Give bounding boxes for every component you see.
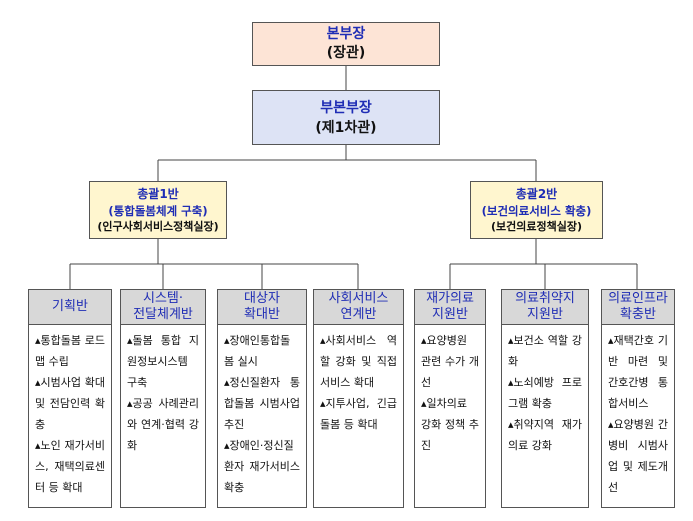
team-social-service-name-line1: 사회서비스 [328, 291, 389, 306]
head-subtitle: (장관) [326, 45, 366, 61]
team-system-tasks: ▴돌봄 통합 지원정보시스템 구축 ▴공공 사례관리 와 연계·협력 강화 [120, 324, 206, 508]
team-underserved-tasks: ▴보건소 역할 강화 ▴노쇠예방 프로그램 확충 ▴취약지역 재가의료 강화 [501, 324, 589, 508]
team-infra-tasks: ▴재택간호 기반 마련 및 간호간병 통합서비스 ▴요양병원 간병비 시범사업 … [601, 324, 675, 508]
team-infra-header: 의료인프라 확충반 [601, 289, 675, 325]
team-underserved-name-line2: 지원반 [527, 307, 563, 322]
team-system-header: 시스템· 전달체계반 [120, 289, 206, 325]
task-item: ▴요양병원 관련 수가 개선 [421, 334, 479, 389]
division-2-box: 총괄2반 (보건의료서비스 확충) (보건의료정책실장) [470, 181, 603, 239]
division-1-focus: (통합돌봄체계 구축) [108, 203, 208, 218]
task-item: ▴돌봄 통합 지원정보시스템 구축 [127, 334, 199, 389]
task-item: ▴요양병원 간병비 시범사업 및 제도개선 [608, 418, 668, 494]
division-1-lead: (인구사회서비스정책실장) [97, 219, 219, 233]
team-target-name-line1: 대상자 [244, 291, 280, 306]
team-target-name-line2: 확대반 [244, 307, 280, 322]
head-box: 본부장 (장관) [252, 22, 440, 66]
task-item: ▴노인 재가서비스, 재택의료센터 등 확대 [35, 439, 105, 494]
team-underserved-header: 의료취약지 지원반 [501, 289, 589, 325]
team-planning-header: 기획반 [28, 289, 112, 325]
team-planning-tasks: ▴통합돌봄 로드맵 수립 ▴시범사업 확대 및 전담인력 확충 ▴노인 재가서비… [28, 324, 112, 508]
team-home-care-header: 재가의료 지원반 [414, 289, 486, 325]
task-item: ▴통합돌봄 로드맵 수립 [35, 334, 105, 368]
team-infra-name-line1: 의료인프라 [608, 291, 668, 306]
team-home-care-name-line1: 재가의료 [426, 291, 474, 306]
vice-head-title: 부본부장 [320, 99, 372, 116]
task-item: ▴정신질환자 통합돌봄 시범사업 추진 [224, 376, 300, 431]
team-social-service-header: 사회서비스 연계반 [313, 289, 404, 325]
task-item: ▴일차의료 강화 정책 추진 [421, 397, 479, 452]
team-social-service-tasks: ▴사회서비스 역할 강화 및 직접서비스 확대 ▴지투사업, 긴급돌봄 등 확대 [313, 324, 404, 508]
team-target-header: 대상자 확대반 [217, 289, 307, 325]
division-1-box: 총괄1반 (통합돌봄체계 구축) (인구사회서비스정책실장) [89, 181, 227, 239]
division-1-name: 총괄1반 [137, 186, 179, 201]
task-item: ▴장애인통합돌봄 실시 [224, 334, 291, 368]
task-item: ▴시범사업 확대 및 전담인력 확충 [35, 376, 105, 431]
task-item: ▴보건소 역할 강화 [508, 334, 582, 368]
division-2-focus: (보건의료서비스 확충) [481, 203, 592, 218]
team-planning-name: 기획반 [52, 299, 88, 314]
team-infra-name-line2: 확충반 [620, 307, 656, 322]
team-target-tasks: ▴장애인통합돌봄 실시 ▴정신질환자 통합돌봄 시범사업 추진 ▴장애인·정신질… [217, 324, 307, 508]
team-system-name-line1: 시스템· [142, 291, 183, 306]
team-social-service-name-line2: 연계반 [340, 307, 377, 322]
task-item: ▴장애인·정신질환자 재가서비스 확충 [224, 439, 300, 494]
team-home-care-name-line2: 지원반 [432, 307, 468, 322]
team-home-care-tasks: ▴요양병원 관련 수가 개선 ▴일차의료 강화 정책 추진 [414, 324, 486, 508]
task-item: ▴취약지역 재가의료 강화 [508, 418, 582, 452]
task-item: ▴재택간호 기반 마련 및 간호간병 통합서비스 [608, 334, 668, 410]
team-underserved-name-line1: 의료취약지 [515, 291, 575, 306]
division-2-lead: (보건의료정책실장) [490, 219, 582, 233]
team-system-name-line2: 전달체계반 [133, 307, 193, 322]
vice-head-box: 부본부장 (제1차관) [252, 90, 440, 145]
head-title: 본부장 [326, 26, 366, 42]
division-2-name: 총괄2반 [515, 186, 558, 201]
task-item: ▴노쇠예방 프로그램 확충 [508, 376, 582, 410]
task-item: ▴공공 사례관리 와 연계·협력 강화 [127, 397, 199, 452]
vice-head-subtitle: (제1차관) [315, 119, 377, 136]
task-item: ▴지투사업, 긴급돌봄 등 확대 [320, 397, 397, 431]
task-item: ▴사회서비스 역할 강화 및 직접서비스 확대 [320, 334, 397, 389]
